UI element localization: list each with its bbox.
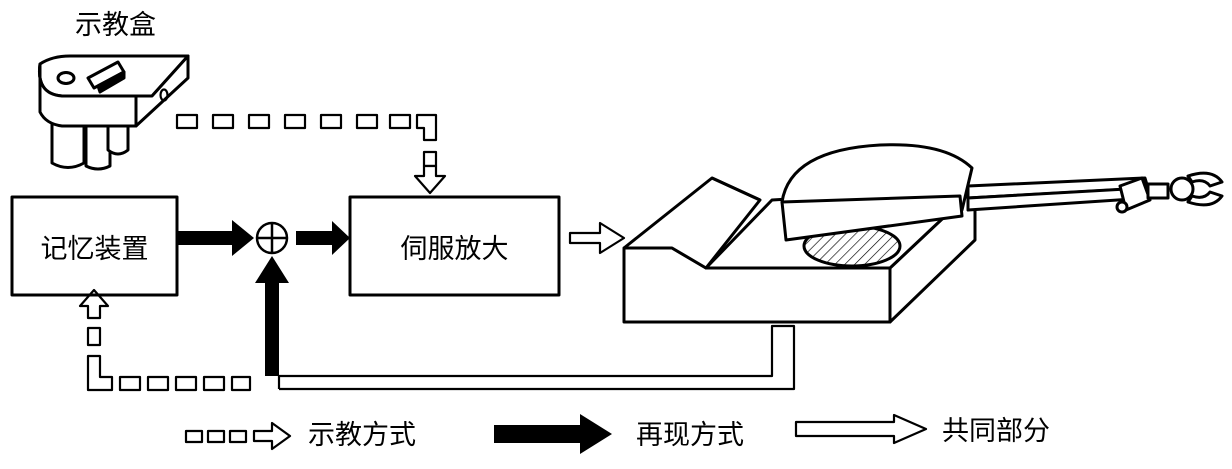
memory-block — [10, 195, 179, 297]
common-arrow — [568, 221, 626, 255]
legend — [184, 413, 928, 454]
playback-arrows — [178, 220, 350, 376]
summing-junction — [255, 221, 289, 255]
servo-block — [348, 195, 561, 297]
servo-block-label: 伺服放大 — [400, 233, 509, 265]
legend-teach-label: 示教方式 — [308, 420, 416, 451]
legend-playback-label: 再现方式 — [636, 420, 744, 451]
robot-machine-icon — [622, 143, 1224, 324]
feedback-path — [279, 324, 796, 391]
teach-pendant-icon — [37, 54, 190, 171]
teach-return-path — [78, 288, 252, 392]
teach-pendant-label: 示教盒 — [75, 10, 156, 41]
teach-path — [175, 113, 447, 195]
memory-block-label: 记忆装置 — [40, 233, 149, 265]
legend-common-label: 共同部分 — [942, 416, 1050, 447]
